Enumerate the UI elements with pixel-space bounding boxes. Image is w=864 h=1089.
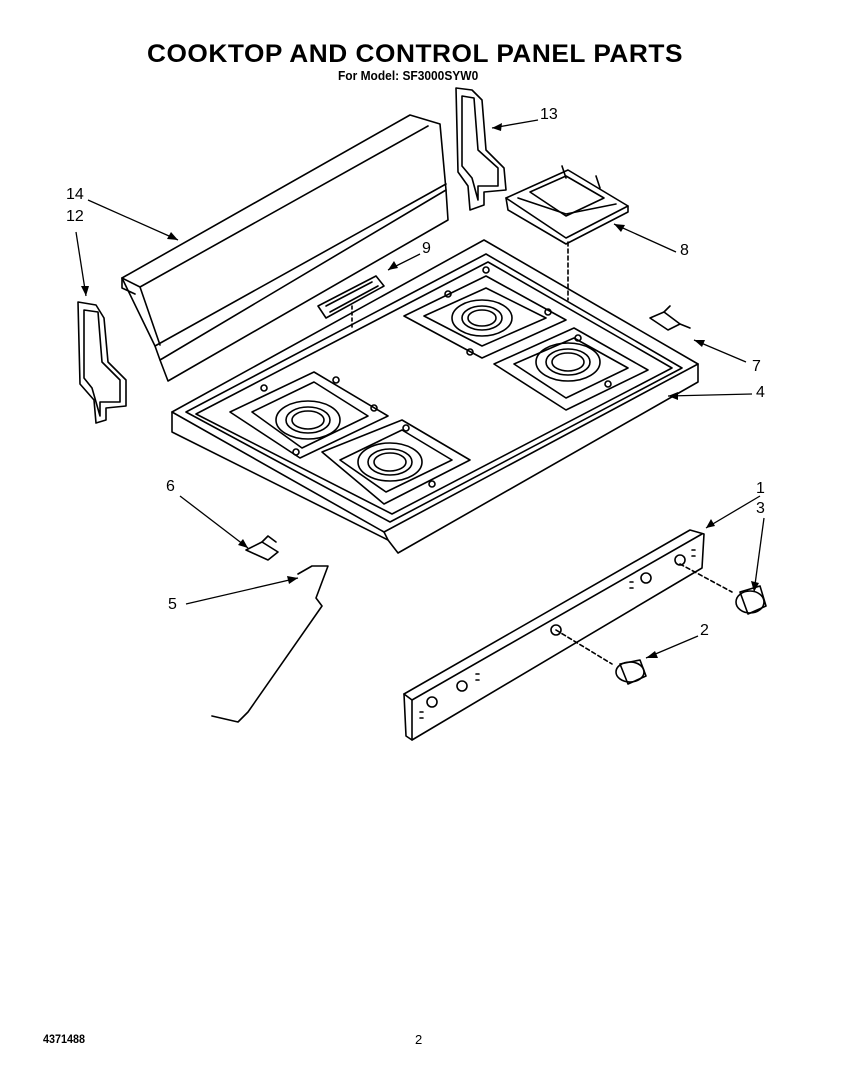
document-number: 4371488: [43, 1032, 86, 1046]
callout-2: 2: [700, 622, 709, 639]
igniter-clip-part: [649, 305, 691, 331]
control-knob-part: [555, 629, 647, 685]
page-title: COOKTOP AND CONTROL PANEL PARTS: [147, 40, 683, 68]
callout-12: 12: [66, 208, 84, 225]
callout-leaders: [75, 119, 765, 659]
arrowheads: [81, 123, 759, 658]
callout-13: 13: [540, 106, 558, 123]
page-number: 2: [415, 1032, 423, 1047]
end-cap-right-part: [455, 87, 507, 211]
backguard-part: [121, 114, 449, 382]
callout-7: 7: [752, 358, 761, 375]
bracket-clip-part: [245, 535, 279, 561]
burner-grate-part: [505, 165, 629, 301]
callout-14: 14: [66, 186, 84, 203]
spark-wire-part: [211, 565, 329, 723]
end-cap-left-part: [77, 301, 127, 424]
callout-6: 6: [166, 478, 175, 495]
callout-9: 9: [422, 240, 431, 257]
callout-4: 4: [756, 384, 765, 401]
control-panel-part: [403, 529, 705, 741]
callout-1: 1: [756, 480, 765, 497]
callout-5: 5: [168, 596, 177, 613]
vent-trim-part: [317, 275, 385, 331]
callout-8: 8: [680, 242, 689, 259]
mounting-screws: [260, 266, 612, 488]
model-subtitle: For Model: SF3000SYW0: [338, 68, 479, 83]
control-knob-part: [679, 563, 767, 615]
cooktop-part: [171, 239, 699, 554]
callout-3: 3: [756, 500, 765, 517]
burner-ring: [275, 299, 601, 482]
